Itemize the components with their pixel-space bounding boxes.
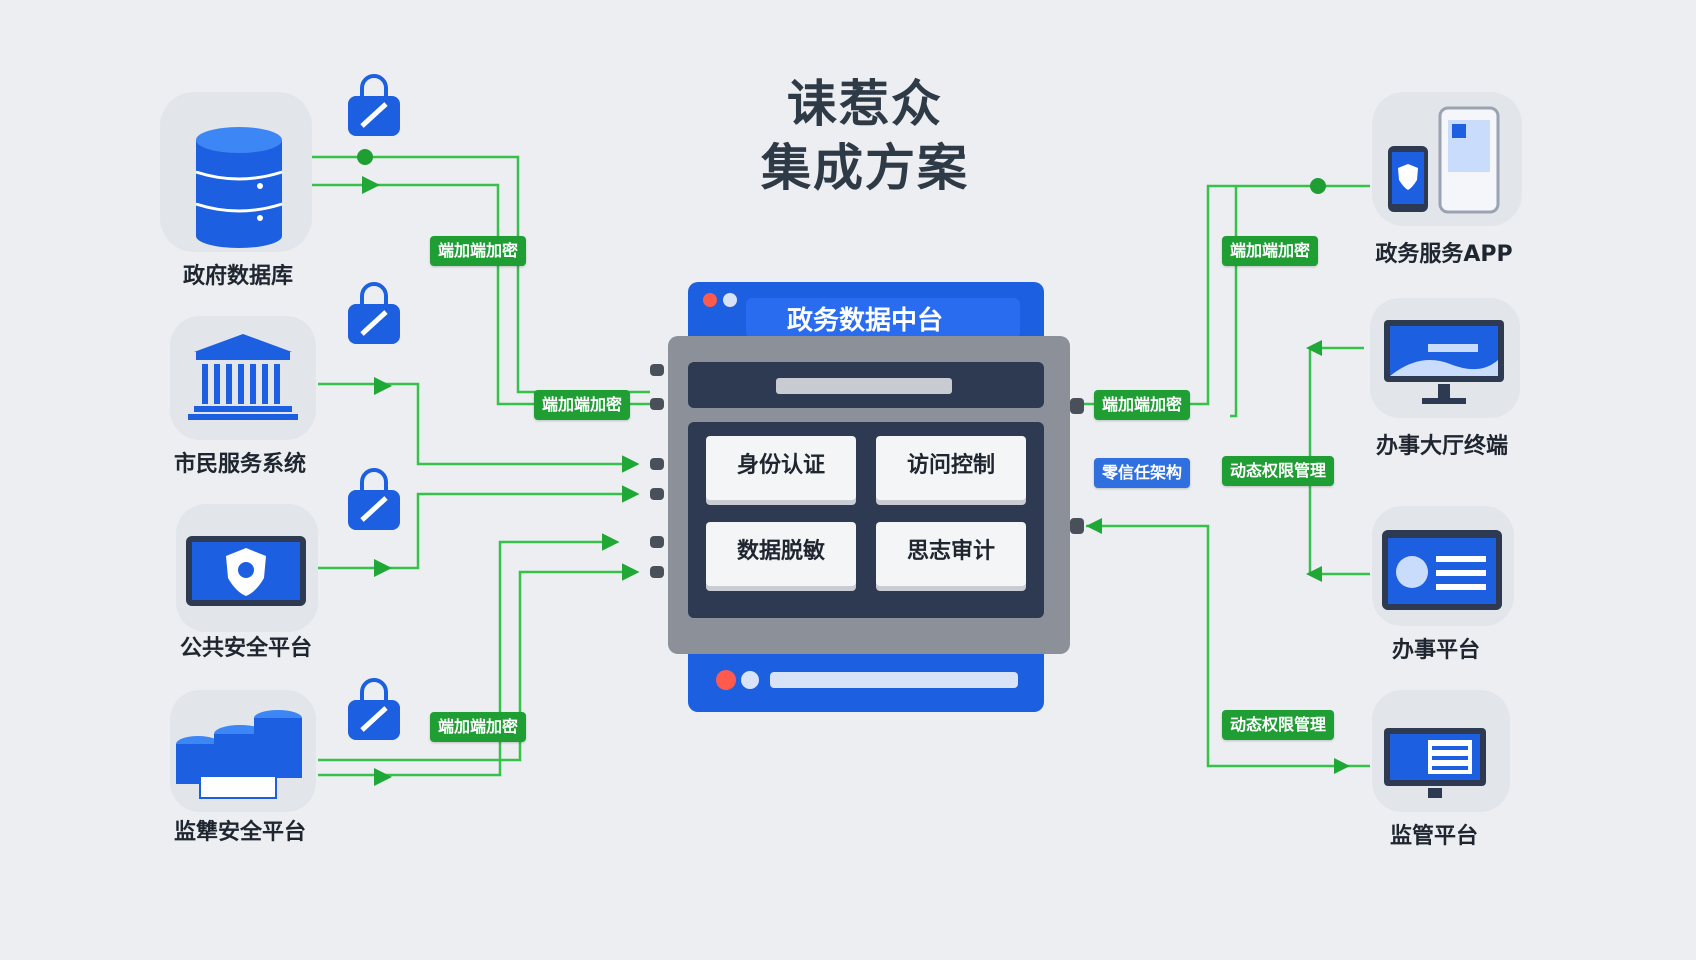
line-supervise-2 xyxy=(318,563,640,762)
line-supervise-right xyxy=(1086,524,1370,768)
shield-monitor-icon xyxy=(186,536,306,606)
node-label-supervision-platform: 监管平台 xyxy=(1389,824,1478,849)
encryption-tag: 端加端加密 xyxy=(430,712,527,742)
lock-link-icon xyxy=(348,74,400,136)
node-label-public-security: 公共安全平台 xyxy=(179,636,312,661)
dynamic-permission-tag: 动态权限管理 xyxy=(1222,456,1335,486)
node-label-hall-terminal: 办事大厅终端 xyxy=(1375,434,1508,459)
encryption-tag: 端加端加密 xyxy=(1222,236,1319,266)
line-app-2 xyxy=(1230,186,1238,418)
database-cluster-icon xyxy=(176,710,302,799)
module-audit: 思志审计 xyxy=(876,522,1026,586)
line-security xyxy=(318,485,640,570)
lock-icons xyxy=(348,74,400,740)
database-icon xyxy=(195,127,283,248)
encryption-tag: 端加端加密 xyxy=(430,236,527,266)
node-label-supervision-security: 监犨安全平台 xyxy=(173,820,306,845)
node-label-gov-app: 政务服务APP xyxy=(1375,242,1513,267)
lock-link-icon xyxy=(348,468,400,530)
connector-plugs xyxy=(357,149,1326,194)
service-platform-icon xyxy=(1382,530,1502,610)
mobile-app-icon xyxy=(1388,106,1500,214)
lock-link-icon xyxy=(348,678,400,740)
dynamic-permission-tag: 动态权限管理 xyxy=(1222,710,1335,740)
line-supervise-1 xyxy=(318,533,620,777)
hub-title: 政务数据中台 xyxy=(786,306,943,336)
zero-trust-tag: 零信任架构 xyxy=(1094,458,1191,488)
government-building-icon xyxy=(188,334,298,420)
supervision-monitor-icon xyxy=(1384,728,1486,798)
node-label-gov-db: 政府数据库 xyxy=(182,264,293,289)
module-access: 访问控制 xyxy=(876,436,1026,500)
line-citizen xyxy=(318,382,640,473)
module-auth: 身份认证 xyxy=(706,436,856,500)
encryption-tag: 端加端加密 xyxy=(534,390,631,420)
title-line-1: 诔惹众 xyxy=(787,75,943,133)
lock-link-icon xyxy=(348,282,400,344)
module-masking: 数据脱敏 xyxy=(706,522,856,586)
arrow-heads xyxy=(362,176,1350,786)
page-title: 诔惹众 集成方案 xyxy=(700,72,1030,200)
node-label-citizen-service: 市民服务系统 xyxy=(173,452,306,477)
line-app-1 xyxy=(1076,184,1370,406)
terminal-monitor-icon xyxy=(1384,320,1504,404)
node-label-service-platform: 办事平台 xyxy=(1391,638,1480,663)
encryption-tag: 端加端加密 xyxy=(1094,390,1191,420)
title-line-2: 集成方案 xyxy=(761,139,969,197)
